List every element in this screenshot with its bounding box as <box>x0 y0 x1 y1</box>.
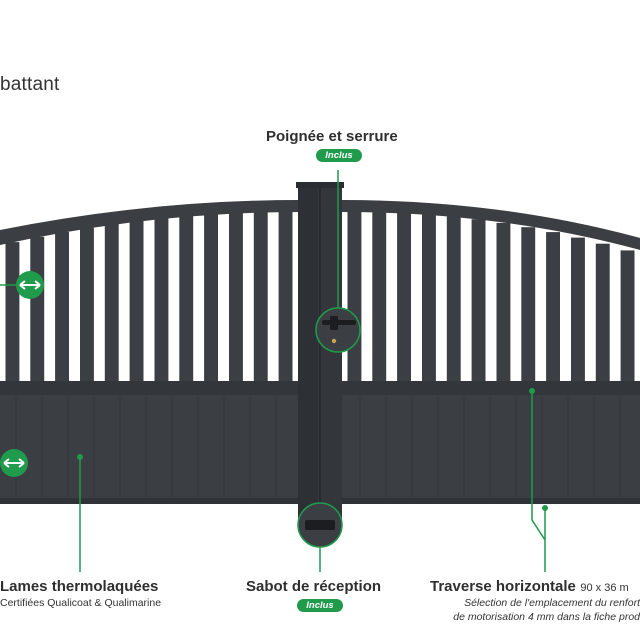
gate-picket <box>229 211 243 381</box>
gate-picket <box>571 237 585 381</box>
gate-picket <box>104 223 119 381</box>
page-title: battant <box>0 74 60 95</box>
gate-picket <box>5 242 20 381</box>
gate-picket <box>278 210 293 381</box>
left-bottom-rail <box>0 498 300 504</box>
right-middle-rail <box>342 381 640 395</box>
right-lower-panel <box>342 395 640 500</box>
gate-picket <box>595 243 610 381</box>
crossbar-heading: Traverse horizontale 90 x 36 m <box>430 578 629 596</box>
gate-picket <box>347 210 362 381</box>
slats-sub: Certifiées Qualicoat & Qualimarine <box>0 597 162 609</box>
handle-label: Poignée et serrure <box>266 128 398 145</box>
gate-picket <box>253 210 268 381</box>
gate-picket <box>546 232 560 381</box>
gate-picket <box>154 217 169 381</box>
center-post-left <box>298 186 320 530</box>
gate-picket <box>446 216 461 381</box>
handle-magnifier <box>315 307 361 353</box>
gate-picket <box>55 231 69 381</box>
gate-picket <box>372 210 387 381</box>
gate-picket <box>397 211 411 381</box>
panel-grooves <box>15 397 621 497</box>
gate-picket <box>521 227 536 381</box>
gate-picket <box>422 213 436 381</box>
gate-picket <box>471 219 486 381</box>
gate-picket <box>129 220 144 381</box>
left-pickets <box>5 210 293 381</box>
gate-picket <box>179 214 194 381</box>
gate-picket <box>496 222 511 381</box>
crossbar-note-line1: Sélection de l'emplacement du renfort <box>464 597 640 609</box>
left-lower-panel <box>0 395 300 500</box>
left-middle-rail <box>0 381 300 395</box>
handle-included-badge: Inclus <box>316 149 362 162</box>
right-arch-rail <box>342 200 640 250</box>
gate-picket <box>80 227 94 381</box>
crossbar-note-line2: de motorisation 4 mm dans la fiche prod <box>453 611 640 623</box>
slats-label: Lames thermolaquées <box>0 578 159 595</box>
stop-included-badge: Inclus <box>297 599 343 612</box>
gate-picket <box>204 213 218 381</box>
right-bottom-rail <box>342 498 640 504</box>
gate-picket <box>620 250 635 381</box>
stop-label: Sabot de réception <box>246 578 382 595</box>
left-arch-rail <box>0 200 300 245</box>
right-pickets <box>347 210 635 381</box>
crossbar-label: Traverse horizontale <box>430 578 576 595</box>
gate-picket <box>30 236 45 381</box>
crossbar-dims: 90 x 36 m <box>580 582 629 594</box>
